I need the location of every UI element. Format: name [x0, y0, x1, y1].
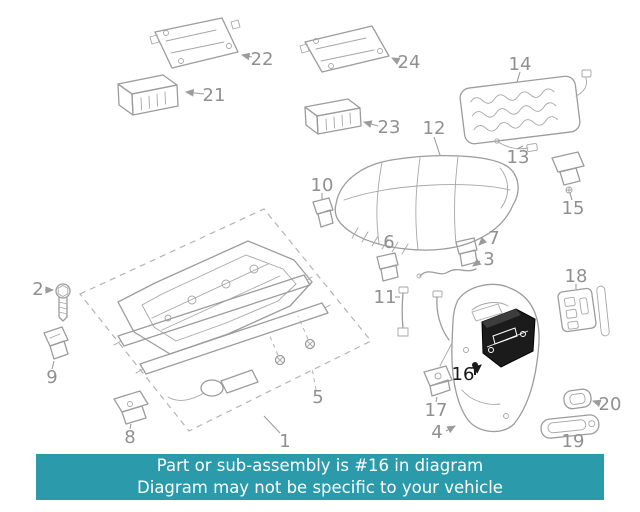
- harness-11-drawing: [397, 286, 450, 341]
- rod-3-drawing: [416, 268, 477, 279]
- callout-19: 19: [562, 431, 585, 452]
- callout-6: 6: [383, 232, 394, 253]
- callout-14: 14: [509, 54, 532, 75]
- callout-labels: 1 2 3 4 5 6 7 8 9 10 11 12 13 14 15 16 1…: [32, 49, 621, 452]
- leader-lines: [45, 52, 602, 434]
- callout-3: 3: [483, 249, 494, 270]
- sensor-17-drawing: [423, 342, 453, 397]
- bolt-2-drawing: [55, 283, 71, 322]
- callout-4: 4: [431, 422, 442, 443]
- exploded-parts-diagram: 1 2 3 4 5 6 7 8 9 10 11 12 13 14 15 16 1…: [32, 17, 621, 452]
- callout-18: 18: [565, 266, 588, 287]
- callout-20: 20: [599, 394, 622, 415]
- callout-24: 24: [398, 52, 421, 73]
- callout-13: 13: [507, 147, 530, 168]
- connector-13-drawing: [494, 138, 538, 152]
- callout-1: 1: [279, 431, 290, 452]
- callout-23: 23: [378, 117, 401, 138]
- bracket-24-drawing: [299, 25, 390, 73]
- callout-21: 21: [203, 85, 226, 106]
- callout-22: 22: [251, 49, 274, 70]
- cover-20-drawing: [563, 388, 592, 410]
- callout-17: 17: [425, 400, 448, 421]
- highlighted-part-16-drawing: [472, 308, 536, 375]
- seat-cushion-drawing: [334, 154, 519, 255]
- clip-10-drawing: [312, 197, 334, 228]
- callout-2: 2: [32, 279, 43, 300]
- callout-8: 8: [124, 427, 135, 448]
- callout-7: 7: [488, 228, 499, 249]
- clip-9-drawing: [43, 326, 69, 360]
- seat-frame-assembly-drawing: [79, 208, 372, 432]
- banner-line-2: Diagram may not be specific to your vehi…: [137, 478, 503, 497]
- info-banner: Part or sub-assembly is #16 in diagram D…: [36, 454, 604, 500]
- module-23-drawing: [304, 98, 362, 135]
- module-21-drawing: [117, 74, 179, 116]
- clip-6-drawing: [376, 252, 399, 282]
- callout-16-highlighted: 16: [452, 364, 475, 385]
- handle-19-drawing: [540, 414, 600, 439]
- seat-heater-pad-drawing: [459, 69, 592, 145]
- bracket-15-drawing: [551, 151, 585, 194]
- screws-5-drawing: [267, 315, 317, 391]
- switch-panel-18-drawing: [557, 285, 610, 337]
- callout-10: 10: [311, 175, 334, 196]
- bracket-22-drawing: [149, 17, 241, 69]
- callout-15: 15: [562, 198, 585, 219]
- bracket-8-drawing: [113, 390, 149, 425]
- callout-9: 9: [46, 367, 57, 388]
- banner-line-1: Part or sub-assembly is #16 in diagram: [156, 456, 484, 476]
- callout-12: 12: [423, 118, 446, 139]
- callout-11: 11: [374, 287, 397, 308]
- callout-5: 5: [312, 387, 323, 408]
